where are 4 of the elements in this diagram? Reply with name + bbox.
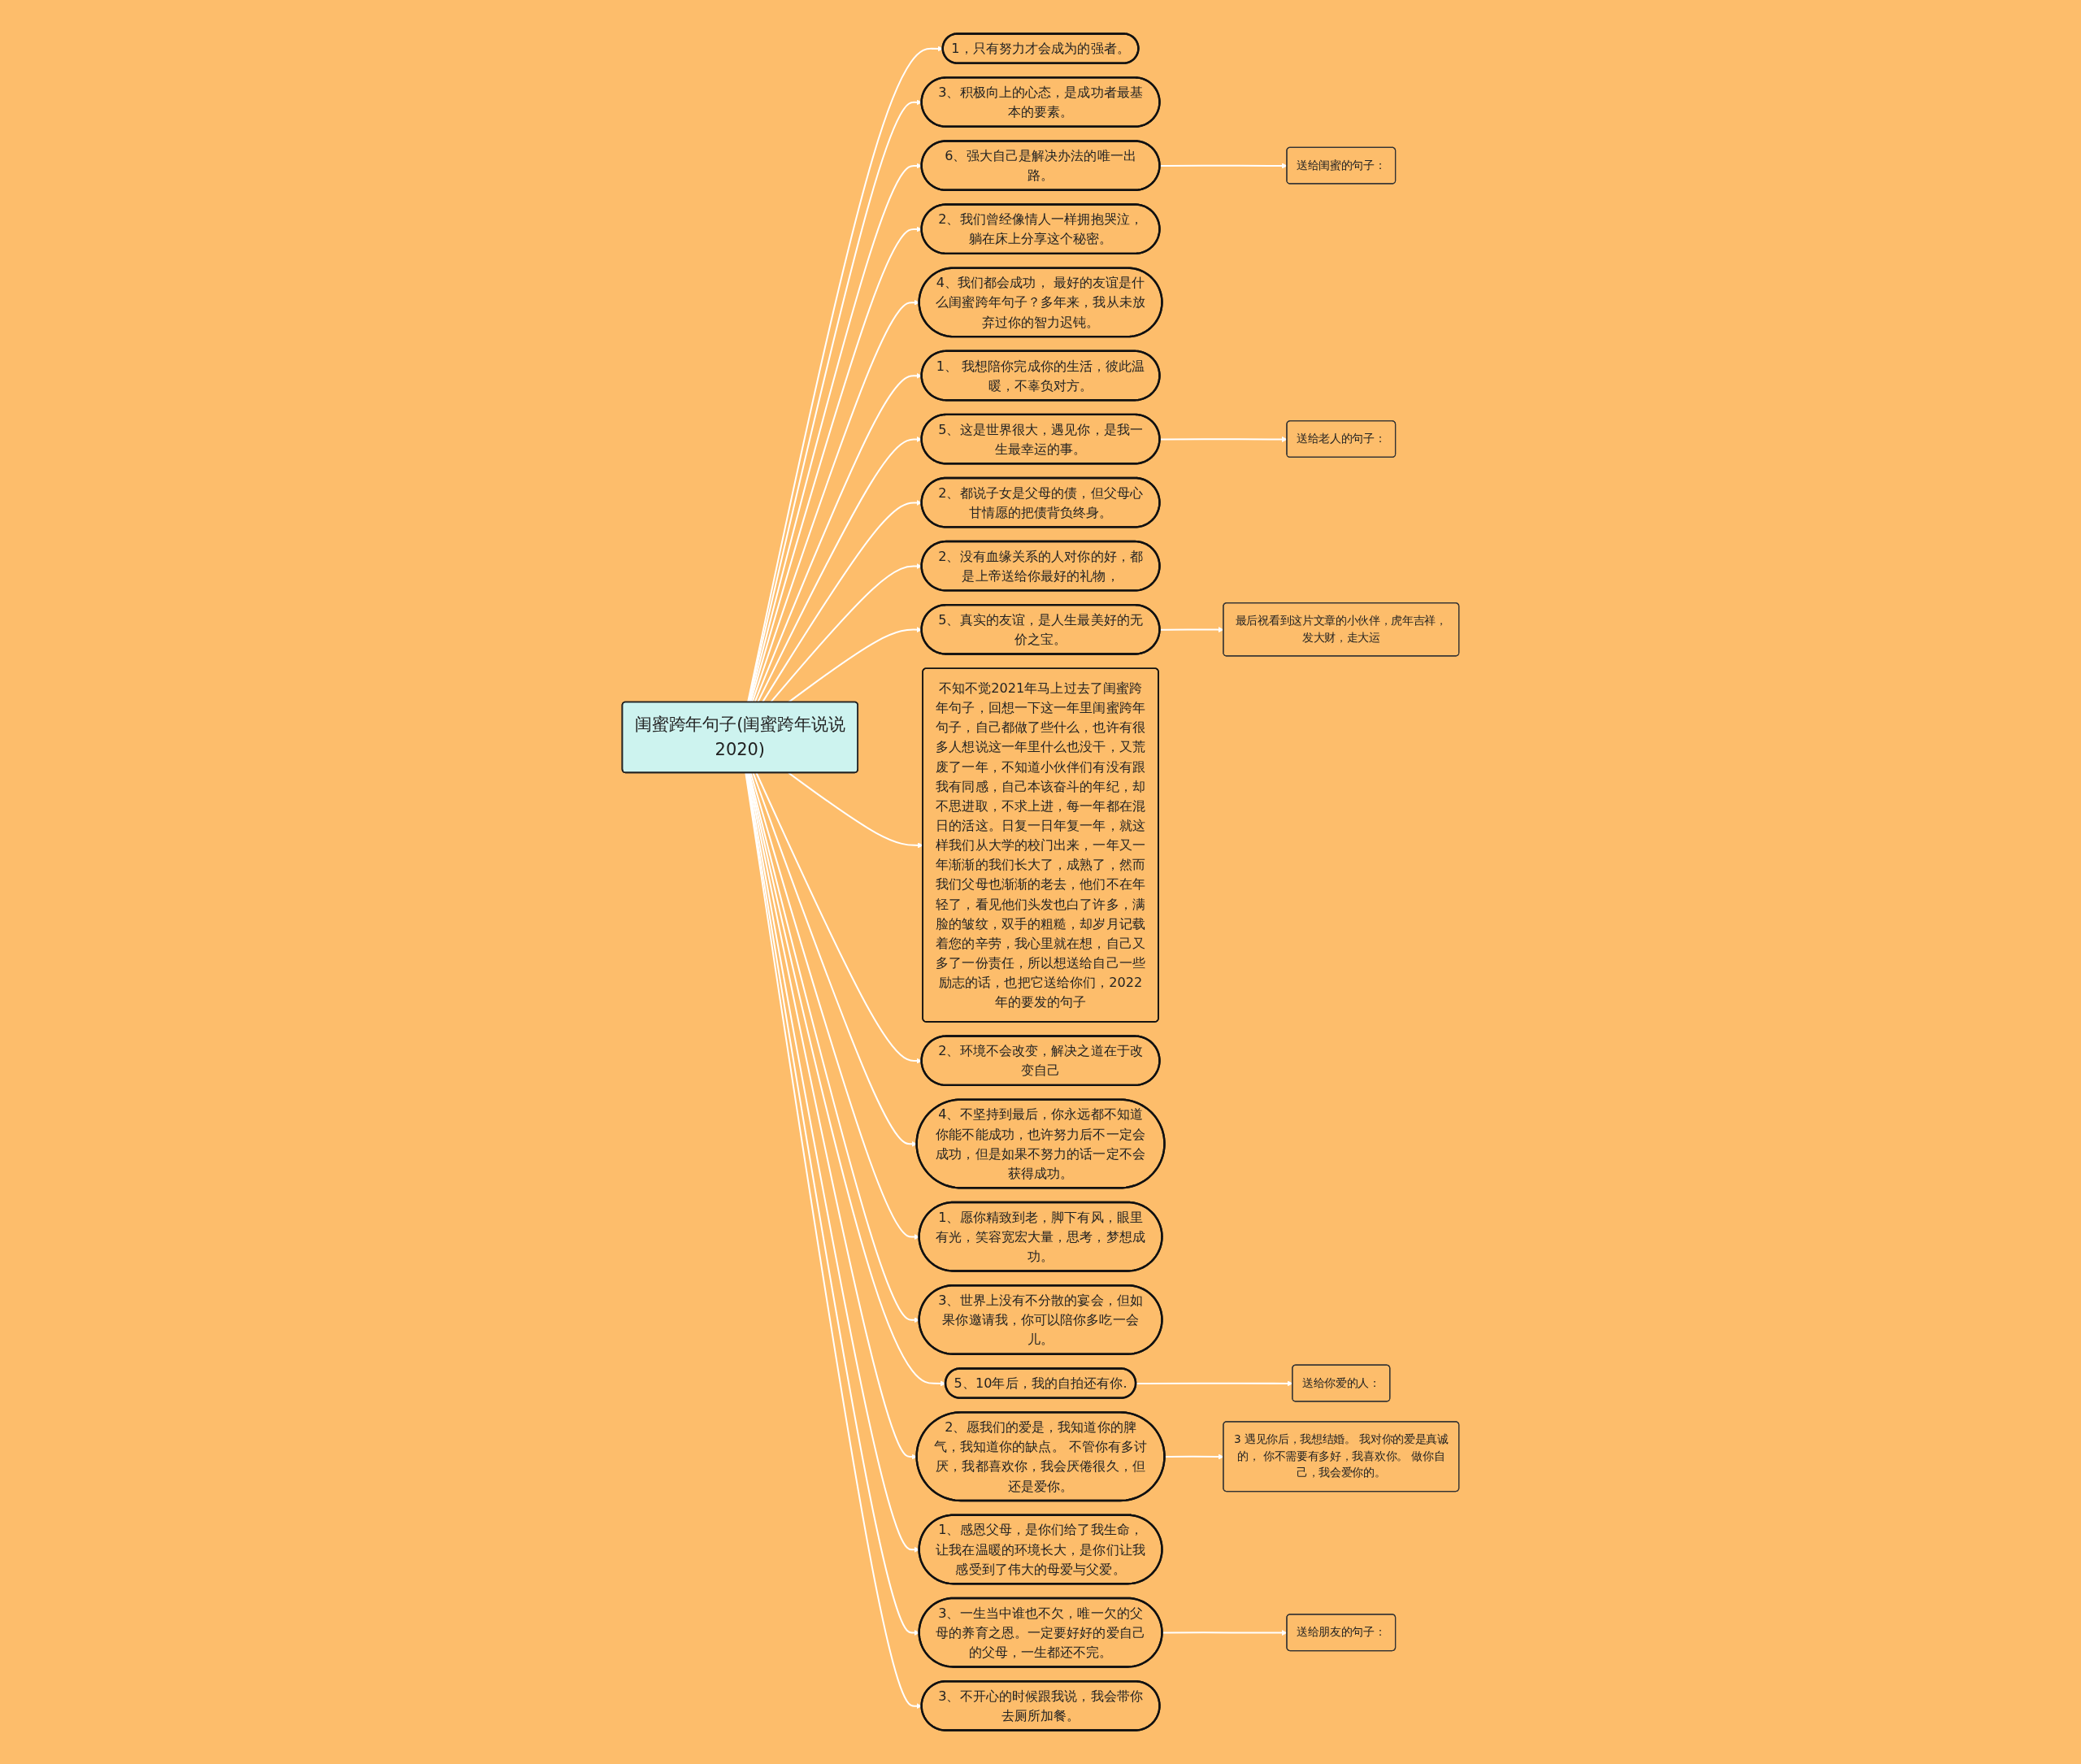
arrow [747, 46, 944, 703]
arrow [788, 771, 923, 849]
arrow [747, 772, 946, 1387]
arrow [755, 772, 923, 1064]
